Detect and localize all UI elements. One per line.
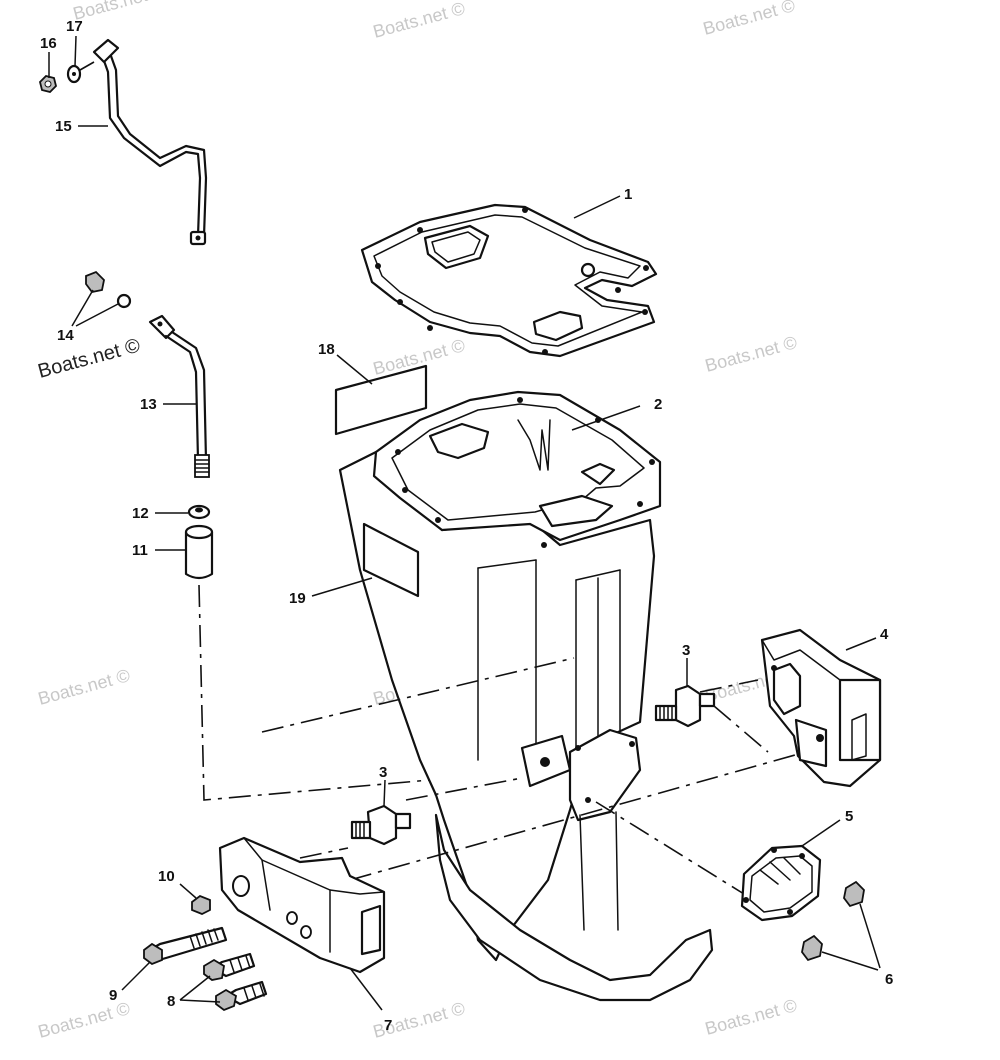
screw-14 bbox=[85, 270, 132, 309]
washer-17 bbox=[66, 64, 82, 84]
callout-3-upper: 3 bbox=[682, 642, 690, 659]
screw-8 bbox=[203, 952, 268, 1012]
mount-stud-3-lower bbox=[350, 804, 412, 846]
callout-18: 18 bbox=[318, 341, 335, 358]
callout-12: 12 bbox=[132, 505, 149, 522]
callout-10: 10 bbox=[158, 868, 175, 885]
callout-13: 13 bbox=[140, 396, 157, 413]
callout-19: 19 bbox=[289, 590, 306, 607]
decal-19 bbox=[362, 522, 420, 598]
drive-shaft-housing-2 bbox=[338, 390, 714, 1002]
callout-16: 16 bbox=[40, 35, 57, 52]
callout-5: 5 bbox=[845, 808, 853, 825]
callout-7: 7 bbox=[384, 1017, 392, 1034]
watermark: Boats.net © bbox=[703, 995, 799, 1039]
nut-10 bbox=[191, 894, 211, 915]
callout-4: 4 bbox=[880, 626, 889, 643]
callout-14: 14 bbox=[57, 327, 74, 344]
callout-6: 6 bbox=[885, 971, 893, 988]
watermark: Boats.net © bbox=[36, 334, 143, 382]
callout-11: 11 bbox=[132, 542, 148, 559]
decal-18 bbox=[334, 364, 428, 436]
callout-8: 8 bbox=[167, 993, 175, 1010]
callout-2: 2 bbox=[654, 396, 662, 413]
watermark: Boats.net © bbox=[371, 0, 467, 42]
cover-5 bbox=[740, 844, 822, 922]
bracket-7 bbox=[218, 836, 386, 974]
callout-1: 1 bbox=[624, 186, 632, 203]
gasket-1 bbox=[360, 203, 658, 358]
callout-3-lower: 3 bbox=[379, 764, 387, 781]
watermark: Boats.net © bbox=[36, 665, 132, 709]
callout-15: 15 bbox=[55, 118, 72, 135]
mount-stud-3-upper bbox=[654, 684, 716, 728]
callout-9: 9 bbox=[109, 987, 117, 1004]
callout-labels: 1 2 3 3 4 5 6 7 8 9 10 11 12 13 14 15 16… bbox=[40, 18, 893, 1034]
screw-6 bbox=[801, 880, 865, 962]
watermark: Boats.net © bbox=[703, 332, 799, 376]
watermark: Boats.net © bbox=[36, 998, 132, 1042]
nut-12 bbox=[187, 504, 211, 520]
watermark: Boats.net © bbox=[701, 0, 797, 39]
bolt-9 bbox=[143, 926, 228, 966]
mount-bracket-4 bbox=[760, 628, 882, 788]
nut-16 bbox=[39, 75, 57, 93]
shift-rod-lower bbox=[148, 314, 210, 478]
callout-17: 17 bbox=[66, 18, 83, 35]
watermark: Boats.net © bbox=[71, 0, 167, 24]
coupler-11 bbox=[184, 524, 214, 580]
shift-rod-upper bbox=[92, 38, 208, 246]
